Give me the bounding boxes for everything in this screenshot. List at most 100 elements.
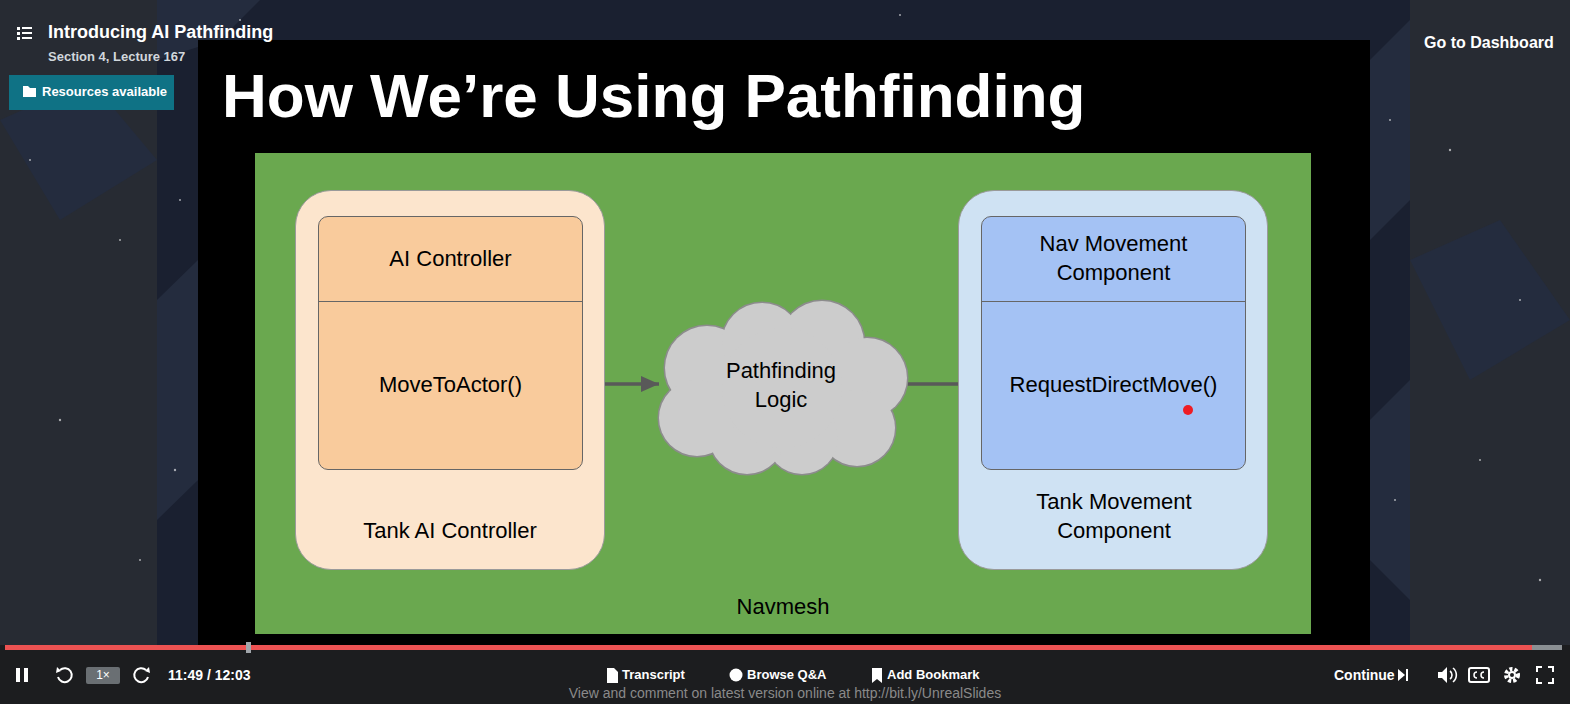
star xyxy=(1479,459,1481,461)
slide-footer-note: View and comment on latest version onlin… xyxy=(385,685,1185,702)
label-slot: View and comment on latest version onlin… xyxy=(385,685,1185,702)
list-icon xyxy=(17,27,32,40)
dashboard-link: Go to Dashboard xyxy=(1424,33,1554,52)
cloud-edge xyxy=(659,301,907,474)
toolbar-button: Browse Q&A xyxy=(747,667,826,683)
navmesh-region: AI ControllerMoveToActor() Tank AI Contro… xyxy=(255,153,1311,634)
pause-icon xyxy=(16,668,28,682)
polygon xyxy=(157,260,198,520)
label-slot: Add Bookmark xyxy=(887,667,979,683)
slide-title-slot: How We’re Using Pathfinding xyxy=(222,60,1085,131)
icon-part xyxy=(17,32,20,35)
forward-head xyxy=(145,667,150,673)
star xyxy=(139,559,141,561)
polygon xyxy=(1370,380,1410,600)
volume-waves xyxy=(1450,668,1456,682)
text-area: RequestDirectMove() xyxy=(982,302,1245,469)
cloud-outline xyxy=(652,298,910,474)
box-heading: Nav Movement Component xyxy=(1016,230,1211,287)
label-slot: 11:49 / 12:03 xyxy=(168,667,251,684)
progress-played xyxy=(5,645,1532,650)
icon-part xyxy=(22,32,32,34)
laser-pointer-dot xyxy=(1183,405,1193,415)
icon-part xyxy=(17,37,20,40)
box-label: Pathfinding Logic xyxy=(708,357,854,414)
star xyxy=(1449,149,1451,151)
box-label: MoveToActor() xyxy=(379,371,522,400)
star xyxy=(179,199,181,201)
label-slot: Resources available xyxy=(42,84,167,100)
text-area: Tank AI Controller xyxy=(306,509,594,553)
gear-hub xyxy=(1509,672,1515,678)
label-slot: Browse Q&A xyxy=(747,667,826,683)
toolbar-button: Add Bookmark xyxy=(887,667,979,683)
box-label: Tank AI Controller xyxy=(363,517,537,546)
star xyxy=(239,19,241,21)
lecture-number: Section 4, Lecture 167 xyxy=(48,49,185,65)
cloud-fill xyxy=(659,301,907,474)
icon-part xyxy=(22,27,32,29)
slide-title: How We’re Using Pathfinding xyxy=(222,60,1085,131)
speed-label: 1× xyxy=(86,668,120,682)
controller-container: AI ControllerMoveToActor() Tank AI Contro… xyxy=(295,190,605,570)
text-area: Navmesh xyxy=(255,585,1311,629)
time-display: 11:49 / 12:03 xyxy=(168,667,251,684)
icon-part xyxy=(16,668,20,682)
box-label: Navmesh xyxy=(737,593,830,622)
lecture-title: Introducing AI Pathfinding xyxy=(48,22,273,44)
gear-icon xyxy=(1506,669,1518,681)
component-box: AI ControllerMoveToActor() xyxy=(318,216,583,470)
label-slot: Section 4, Lecture 167 xyxy=(48,49,185,65)
star xyxy=(1519,299,1521,301)
label-slot: Continue xyxy=(1334,667,1395,684)
text-area: AI Controller xyxy=(319,217,582,302)
folder-icon xyxy=(23,86,36,97)
volume-icon xyxy=(1438,667,1447,683)
transcript-icon xyxy=(607,668,618,683)
star xyxy=(174,469,176,471)
box-label: Tank Movement Component xyxy=(1005,488,1223,545)
speed-box xyxy=(86,667,120,684)
cc-marks xyxy=(1474,672,1484,678)
text-area: Pathfinding Logic xyxy=(702,328,860,444)
icon-part xyxy=(22,37,32,39)
continue-icon xyxy=(1398,669,1405,681)
text-area: Nav Movement Component xyxy=(982,217,1245,302)
text-area: MoveToActor() xyxy=(319,302,582,469)
label-slot: Go to Dashboard xyxy=(1424,33,1554,52)
resources-button-label: Resources available xyxy=(42,84,167,100)
logic-cloud: Pathfinding Logic xyxy=(652,298,910,474)
bookmark-icon xyxy=(872,668,882,683)
star xyxy=(119,239,121,241)
star xyxy=(1389,119,1391,121)
component-container: Nav Movement ComponentRequestDirectMove(… xyxy=(958,190,1268,570)
resources-button xyxy=(9,75,174,110)
icon-part xyxy=(24,668,28,682)
progress-rest xyxy=(1532,645,1562,650)
label-slot: 1× xyxy=(86,668,120,682)
qa-icon xyxy=(730,669,743,682)
polygon xyxy=(1410,220,1570,380)
slide-ground xyxy=(198,40,1370,645)
rewind-head xyxy=(56,667,61,673)
star xyxy=(1394,499,1396,501)
star xyxy=(29,159,31,161)
continue-bar xyxy=(1406,669,1408,681)
label-slot: Transcript xyxy=(622,667,685,683)
right-panel xyxy=(1410,0,1570,645)
icon-part xyxy=(17,27,20,30)
polygon xyxy=(1370,20,1410,240)
box-label: RequestDirectMove() xyxy=(1010,371,1218,400)
star xyxy=(59,419,61,421)
cc-icon xyxy=(1469,668,1489,682)
video-ground xyxy=(157,0,1410,645)
box-heading: AI Controller xyxy=(389,245,511,274)
star xyxy=(899,14,901,16)
continue-button: Continue xyxy=(1334,667,1395,684)
fullscreen-icon xyxy=(1537,667,1553,683)
toolbar-button: Transcript xyxy=(622,667,685,683)
star xyxy=(1539,579,1541,581)
label-slot: Introducing AI Pathfinding xyxy=(48,22,273,44)
